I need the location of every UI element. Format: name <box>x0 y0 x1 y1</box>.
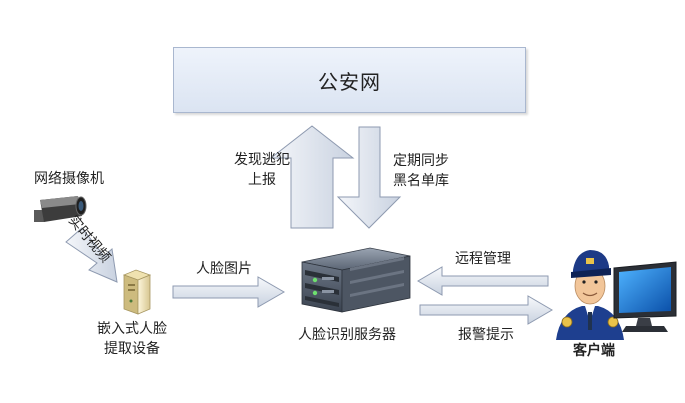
tower-device-icon <box>122 269 152 315</box>
face-server-label: 人脸识别服务器 <box>298 327 396 343</box>
client-label: 客户端 <box>573 343 615 359</box>
upload-fugitive-label-line2: 上报 <box>248 172 276 188</box>
right-arrow-alarm <box>419 295 553 325</box>
sync-blacklist-label-line2: 黑名单库 <box>393 173 449 189</box>
remote-management-label: 远程管理 <box>455 251 511 267</box>
camera-icon <box>34 196 87 222</box>
right-arrow-face-image <box>172 276 286 308</box>
down-arrow <box>336 126 402 229</box>
embedded-device-label-line1: 嵌入式人脸 <box>97 321 167 337</box>
left-arrow-remote <box>417 266 549 296</box>
police-officer-icon <box>556 250 624 340</box>
diagonal-arrow <box>65 227 118 283</box>
network-camera-label: 网络摄像机 <box>34 171 104 187</box>
police-network-box: 公安网 <box>173 47 526 113</box>
server-icon <box>301 247 411 313</box>
police-network-label: 公安网 <box>318 69 381 94</box>
monitor-icon <box>613 261 677 332</box>
sync-blacklist-label-line1: 定期同步 <box>393 153 449 169</box>
upload-fugitive-label-line1: 发现逃犯 <box>234 152 290 168</box>
face-image-label: 人脸图片 <box>196 261 252 277</box>
embedded-device-label-line2: 提取设备 <box>104 341 160 357</box>
alarm-notice-label: 报警提示 <box>458 327 514 343</box>
up-arrow <box>269 125 355 229</box>
